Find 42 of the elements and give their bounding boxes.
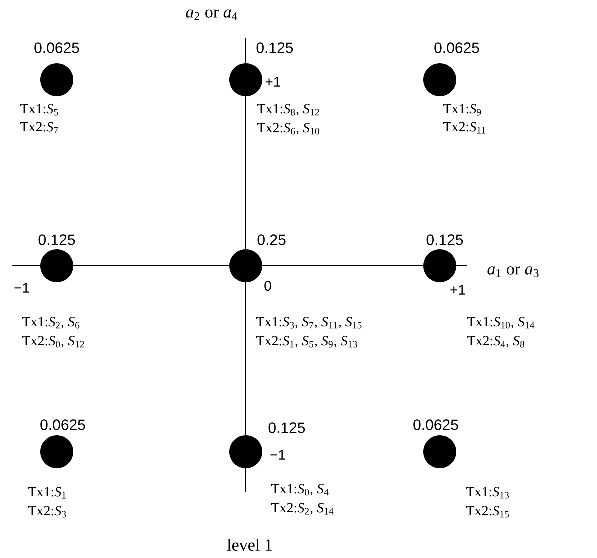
constellation-point [40, 250, 74, 282]
constellation-point [424, 250, 456, 282]
probability-label: 0.125 [426, 234, 464, 246]
probability-label: 0.0625 [34, 42, 80, 54]
axis-label: a$_{1}$ or a$_{3}$ [488, 266, 539, 278]
caption: level 1 [227, 539, 272, 551]
constellation-point [230, 64, 262, 96]
symbol-mapping: Tx2:S$_{15}$ [466, 506, 510, 518]
axis-label: a$_{2}$ or a$_{4}$ [186, 10, 238, 20]
probability-label: 0.0625 [434, 42, 480, 54]
symbol-mapping: Tx2:S$_{1}$, S$_{5}$, S$_{9}$, S$_{13}$ [256, 336, 358, 348]
symbol-mapping: Tx1:S$_{3}$, S$_{7}$, S$_{11}$, S$_{15}$ [256, 317, 362, 329]
tick-label: 0 [264, 281, 272, 291]
probability-label: 0.0625 [40, 420, 86, 430]
symbol-mapping: Tx2:S$_{6}$, S$_{10}$ [257, 123, 320, 135]
probability-label: 0.125 [268, 422, 306, 434]
constellation-point [424, 64, 456, 96]
probability-label: 0.0625 [414, 420, 458, 430]
constellation-point [40, 436, 74, 468]
symbol-mapping: Tx1:S$_{10}$, S$_{14}$ [467, 317, 535, 329]
probability-label: 0.125 [256, 42, 294, 54]
symbol-mapping: Tx1:S$_{0}$, S$_{4}$ [271, 484, 329, 496]
symbol-mapping: Tx1:S$_{9}$ [443, 104, 482, 116]
symbol-mapping: Tx2:S$_{2}$, S$_{14}$ [271, 503, 334, 515]
symbol-mapping: Tx1:S$_{13}$ [466, 487, 510, 499]
symbol-mapping: Tx1:S$_{8}$, S$_{12}$ [257, 104, 320, 116]
symbol-mapping: Tx2:S$_{11}$ [443, 122, 486, 134]
constellation-point [230, 436, 262, 468]
symbol-mapping: Tx1:S$_{5}$ [20, 104, 58, 116]
probability-label: 0.25 [258, 234, 286, 246]
tick-label: +1 [450, 285, 466, 295]
constellation-point [230, 250, 262, 282]
constellation-point [40, 64, 74, 96]
symbol-mapping: Tx1:S$_{2}$, S$_{6}$ [22, 317, 80, 329]
probability-label: 0.125 [38, 234, 76, 246]
symbol-mapping: Tx2:S$_{7}$ [20, 122, 58, 134]
symbol-mapping: Tx2:S$_{4}$, S$_{8}$ [467, 336, 525, 348]
tick-label: −1 [14, 283, 30, 293]
symbol-mapping: Tx2:S$_{3}$ [28, 506, 66, 518]
symbol-mapping: Tx1:S$_{1}$ [28, 487, 66, 499]
symbol-mapping: Tx2:S$_{0}$, S$_{12}$ [22, 336, 84, 348]
constellation-point [424, 436, 456, 468]
